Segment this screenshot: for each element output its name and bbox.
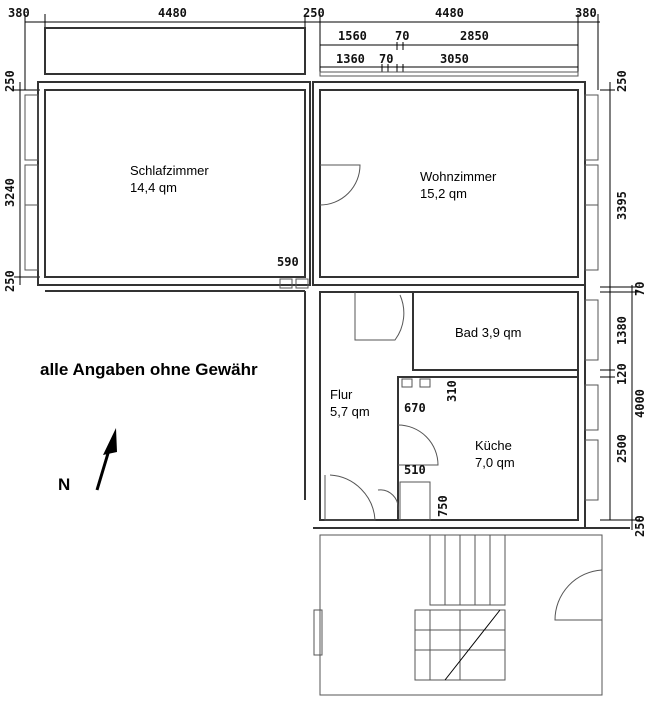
room-wohnzimmer-area: 15,2 qm	[420, 186, 467, 201]
dim-670: 670	[404, 401, 426, 415]
dim-top-2: 250	[303, 6, 325, 20]
north-arrow-icon	[95, 428, 117, 491]
dim-750: 750	[436, 495, 450, 517]
room-flur-area: 5,7 qm	[330, 404, 370, 419]
room-flur-name: Flur	[330, 387, 353, 402]
room-kueche-name: Küche	[475, 438, 512, 453]
dim-right-2: 70	[633, 282, 647, 296]
dim-310: 310	[445, 380, 459, 402]
dim-sub1-1: 70	[395, 29, 409, 43]
dimension-labels: 380 4480 250 4480 380 1560 70 2850 1360 …	[3, 6, 647, 537]
dim-right-1: 3395	[615, 191, 629, 220]
dim-sub1-0: 1560	[338, 29, 367, 43]
dim-top-4: 380	[575, 6, 597, 20]
dim-sub2-2: 3050	[440, 52, 469, 66]
dim-510: 510	[404, 463, 426, 477]
room-kueche-area: 7,0 qm	[475, 455, 515, 470]
room-bad-label: Bad 3,9 qm	[455, 325, 522, 340]
staircase	[313, 534, 506, 681]
dim-right-6: 2500	[615, 434, 629, 463]
dim-sub1-2: 2850	[460, 29, 489, 43]
dim-top-3: 4480	[435, 6, 464, 20]
walls	[24, 81, 630, 696]
dim-sub2-0: 1360	[336, 52, 365, 66]
north-label: N	[58, 475, 70, 494]
dim-top-0: 380	[8, 6, 30, 20]
dim-right-0: 250	[615, 70, 629, 92]
disclaimer-note: alle Angaben ohne Gewähr	[40, 360, 258, 379]
dim-sub2-1: 70	[379, 52, 393, 66]
room-labels: Schlafzimmer 14,4 qm Wohnzimmer 15,2 qm …	[130, 163, 522, 470]
dim-590: 590	[277, 255, 299, 269]
dim-right-7: 250	[633, 515, 647, 537]
dim-right-4: 120	[615, 363, 629, 385]
room-schlafzimmer-name: Schlafzimmer	[130, 163, 209, 178]
room-schlafzimmer-area: 14,4 qm	[130, 180, 177, 195]
dim-top-1: 4480	[158, 6, 187, 20]
dim-left-0: 250	[3, 70, 17, 92]
dim-left-1: 3240	[3, 178, 17, 207]
dim-right-3: 1380	[615, 316, 629, 345]
dim-left-2: 250	[3, 270, 17, 292]
dimension-lines	[14, 14, 640, 530]
room-wohnzimmer-name: Wohnzimmer	[420, 169, 497, 184]
dim-right-5: 4000	[633, 389, 647, 418]
